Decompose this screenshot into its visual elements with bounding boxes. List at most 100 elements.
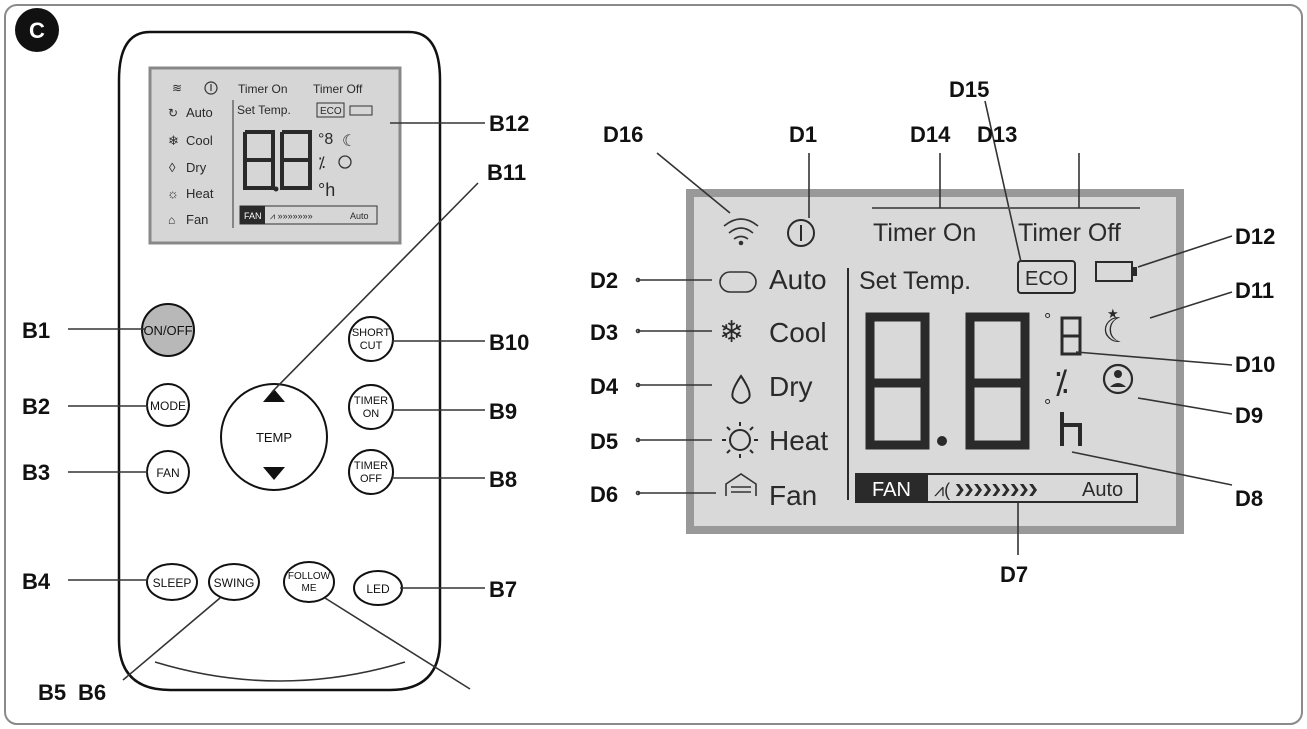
remote-bottom-curve	[154, 661, 406, 682]
temp-button[interactable]: TEMP	[220, 383, 328, 491]
callout-b12: B12	[489, 111, 529, 136]
callout-d1: D1	[789, 122, 817, 147]
callout-d16: D16	[603, 122, 643, 147]
callout-d14: D14	[910, 122, 951, 147]
fan-speed-icon: ⩘( ❯❯❯❯❯❯❯❯❯	[934, 480, 1038, 500]
callout-b1: B1	[22, 318, 50, 343]
callout-d10: D10	[1235, 352, 1275, 377]
display-timer-off: Timer Off	[1018, 219, 1121, 247]
timer-on-label-bottom: ON	[363, 408, 380, 420]
display-panel: Timer On Timer Off Set Temp. ECO Auto ❄ …	[686, 189, 1184, 534]
follow-me-button[interactable]: FOLLOW ME	[283, 561, 335, 603]
display-eco: ECO	[1025, 268, 1068, 290]
callout-b3: B3	[22, 460, 50, 485]
callout-d4: D4	[590, 374, 619, 399]
remote-snowflake-icon: ❄	[168, 133, 179, 148]
led-button[interactable]: LED	[353, 570, 403, 606]
corner-badge	[15, 8, 59, 52]
humidity-icon: ⁒	[1054, 364, 1068, 400]
callout-dots	[635, 277, 641, 496]
small-digit-icon	[1060, 316, 1082, 356]
sleep-button[interactable]: SLEEP	[146, 563, 198, 601]
callout-d7: D7	[1000, 562, 1028, 587]
mode-auto: Auto	[769, 264, 827, 295]
timer-on-button[interactable]: TIMER ON	[348, 384, 394, 430]
short-cut-label-bottom: CUT	[360, 340, 383, 352]
timer-off-button[interactable]: TIMER OFF	[348, 449, 394, 495]
fan-button[interactable]: FAN	[146, 450, 190, 494]
remote-lcd-digits	[243, 130, 312, 190]
power-icon	[787, 219, 815, 247]
on-off-button[interactable]: ON/OFF	[141, 303, 195, 357]
battery-icon	[1095, 261, 1137, 282]
display-set-temp: Set Temp.	[859, 267, 971, 295]
callout-d8: D8	[1235, 486, 1263, 511]
swing-label: SWING	[214, 576, 255, 590]
drop-icon	[731, 374, 751, 404]
eco-box	[1017, 260, 1076, 294]
remote-sleep-icon: ☾	[342, 133, 356, 150]
remote-lcd-set-temp: Set Temp.	[237, 103, 291, 117]
temp-up-icon[interactable]	[263, 389, 285, 402]
remote-callout-lines	[68, 122, 485, 690]
remote-lcd-timer-on: Timer On	[238, 82, 288, 96]
callout-b2: B2	[22, 394, 50, 419]
remote-drop-icon: ◊	[169, 160, 176, 175]
callout-d11: D11	[1235, 278, 1274, 303]
callout-d2: D2	[590, 268, 618, 293]
callout-d12: D12	[1235, 224, 1275, 249]
follow-me-icon	[1102, 363, 1134, 395]
remote-lcd-mode-dry: Dry	[186, 160, 207, 175]
auto-icon	[719, 271, 757, 293]
display-callout-lines	[638, 100, 1233, 555]
sleep-label: SLEEP	[153, 576, 192, 590]
remote-lcd-fan-tag: FAN	[244, 211, 262, 221]
follow-me-label-top: FOLLOW	[288, 571, 331, 582]
remote-lcd-mode-fan: Fan	[186, 212, 208, 227]
callout-b11: B11	[487, 160, 526, 185]
temp-down-icon[interactable]	[263, 467, 285, 480]
on-off-label: ON/OFF	[143, 323, 192, 338]
short-cut-label-top: SHORT	[352, 327, 391, 339]
mode-heat: Heat	[769, 425, 828, 456]
remote-lcd-mode-auto: Auto	[186, 105, 213, 120]
callout-d15: D15	[949, 77, 989, 102]
degree-mark-icon: °	[1044, 310, 1051, 330]
callout-d13: D13	[977, 122, 1017, 147]
remote-lcd-mode-cool: Cool	[186, 133, 213, 148]
remote-wifi-icon: ≋	[172, 81, 182, 95]
temp-label: TEMP	[256, 430, 292, 445]
led-label: LED	[366, 582, 390, 596]
remote-sun-icon: ☼	[167, 186, 179, 201]
remote-small-digit-icon: °8	[318, 131, 333, 148]
sleep-moon-icon: ☾	[1102, 312, 1132, 350]
timer-off-label-bottom: OFF	[360, 473, 382, 485]
remote-lcd-eco: ECO	[320, 106, 342, 117]
temperature-digits	[865, 312, 1030, 450]
remote-lcd-timer-off: Timer Off	[313, 82, 363, 96]
corner-badge-label: C	[29, 18, 45, 43]
callout-b7: B7	[489, 577, 517, 602]
display-fan-tag: FAN	[872, 479, 911, 501]
display-timer-on: Timer On	[873, 219, 976, 247]
outer-frame	[4, 4, 1303, 725]
display-fan-auto: Auto	[1082, 479, 1123, 501]
callout-d6: D6	[590, 482, 618, 507]
callout-b5: B5	[38, 680, 66, 705]
mode-fan: Fan	[769, 480, 817, 511]
swing-button[interactable]: SWING	[208, 563, 260, 601]
mode-cool: Cool	[769, 317, 827, 348]
callout-b6: B6	[78, 680, 106, 705]
callout-b8: B8	[489, 467, 517, 492]
hour-icon	[1060, 412, 1082, 446]
remote-battery-icon	[349, 105, 373, 116]
mode-label: MODE	[150, 399, 186, 413]
sleep-star-icon: ★	[1107, 306, 1119, 321]
short-cut-button[interactable]: SHORT CUT	[348, 316, 394, 362]
remote-lcd-mode-heat: Heat	[186, 186, 214, 201]
callout-d5: D5	[590, 429, 618, 454]
callout-d9: D9	[1235, 403, 1263, 428]
mode-button[interactable]: MODE	[146, 383, 190, 427]
remote-power-icon	[204, 81, 218, 95]
